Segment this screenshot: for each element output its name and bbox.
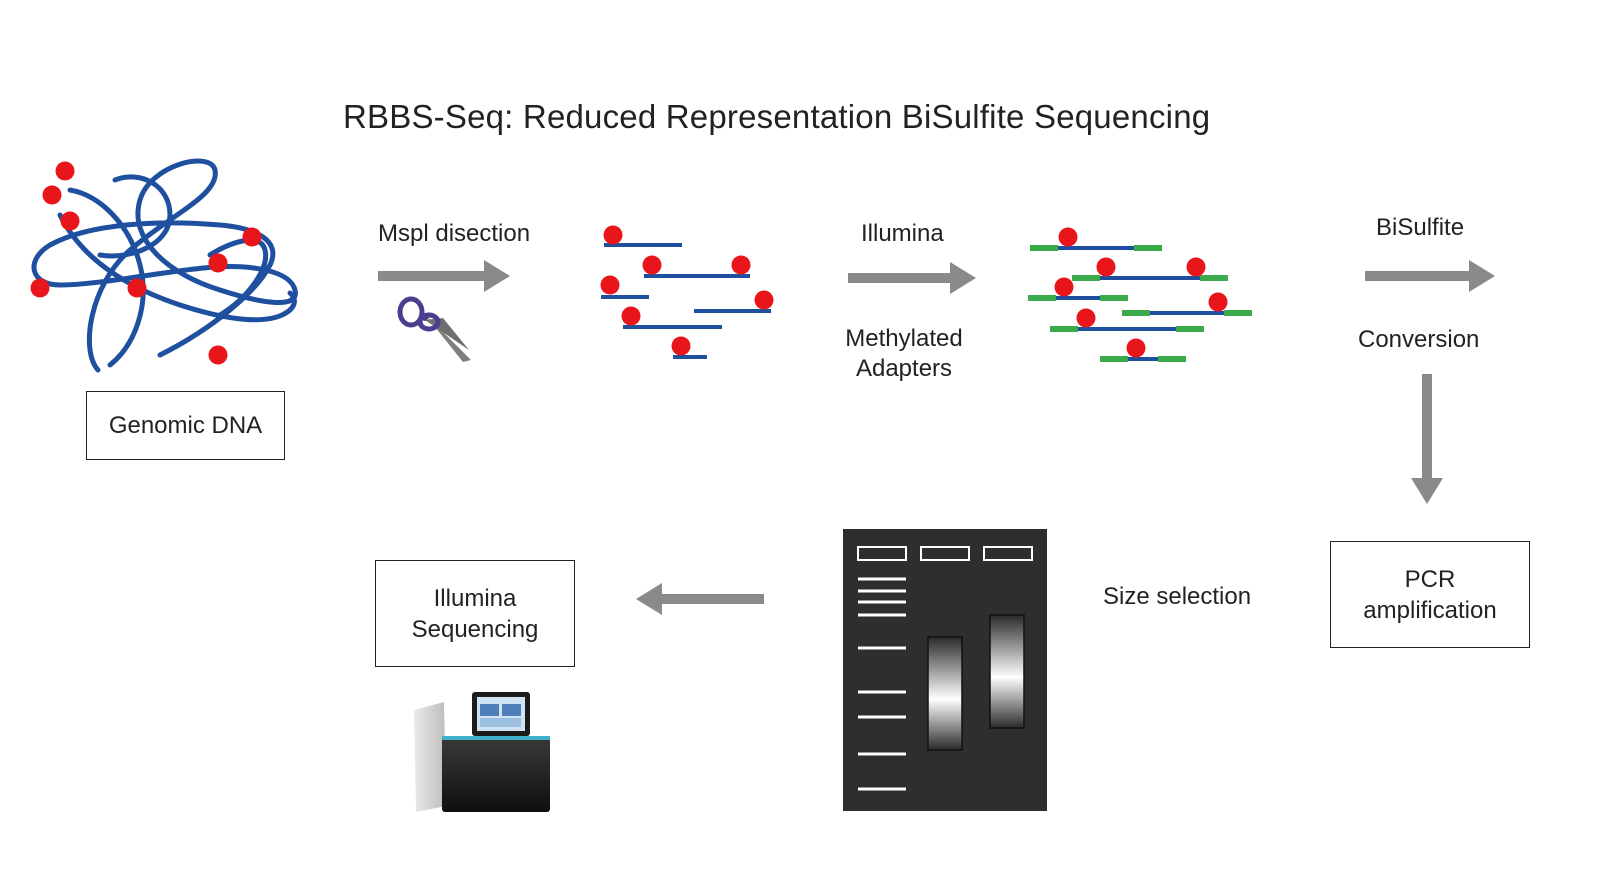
sequencer-icon (414, 692, 550, 812)
adapters-label: Adapters (855, 355, 953, 382)
amplification-label: amplification (1363, 596, 1497, 624)
size-selection-label: Size selection (1103, 583, 1252, 610)
arrow-icon (848, 262, 976, 294)
adapter-fragments-icon (1028, 227, 1252, 362)
dna-fragments-icon (600, 225, 774, 359)
arrow-icon (378, 260, 510, 292)
methylated-label: Methylated (845, 325, 963, 352)
diagram-title: RBBS-Seq: Reduced Representation BiSulfi… (343, 98, 1211, 135)
pcr-amplification-box: PCR amplification (1330, 541, 1530, 648)
illumina-seq-label: Illumina (433, 584, 517, 612)
genomic-dna-label: Genomic DNA (108, 412, 263, 439)
arrow-icon (1365, 260, 1495, 292)
illumina-step-label: Illumina (861, 220, 944, 247)
dna-tangle-icon (30, 158, 298, 373)
illumina-sequencing-box: Illumina Sequencing (375, 560, 575, 667)
mspi-label: Mspl disection (378, 220, 531, 247)
bisulfite-label: BiSulfite (1376, 214, 1465, 241)
sequencing-label: Sequencing (411, 615, 539, 643)
pcr-label: PCR (1404, 565, 1456, 593)
arrow-left-icon (636, 583, 764, 615)
genomic-dna-box: Genomic DNA (86, 391, 285, 460)
gel-icon (843, 529, 1047, 811)
scissors-icon (397, 296, 471, 362)
conversion-label: Conversion (1358, 326, 1480, 353)
arrow-down-icon (1411, 374, 1443, 504)
